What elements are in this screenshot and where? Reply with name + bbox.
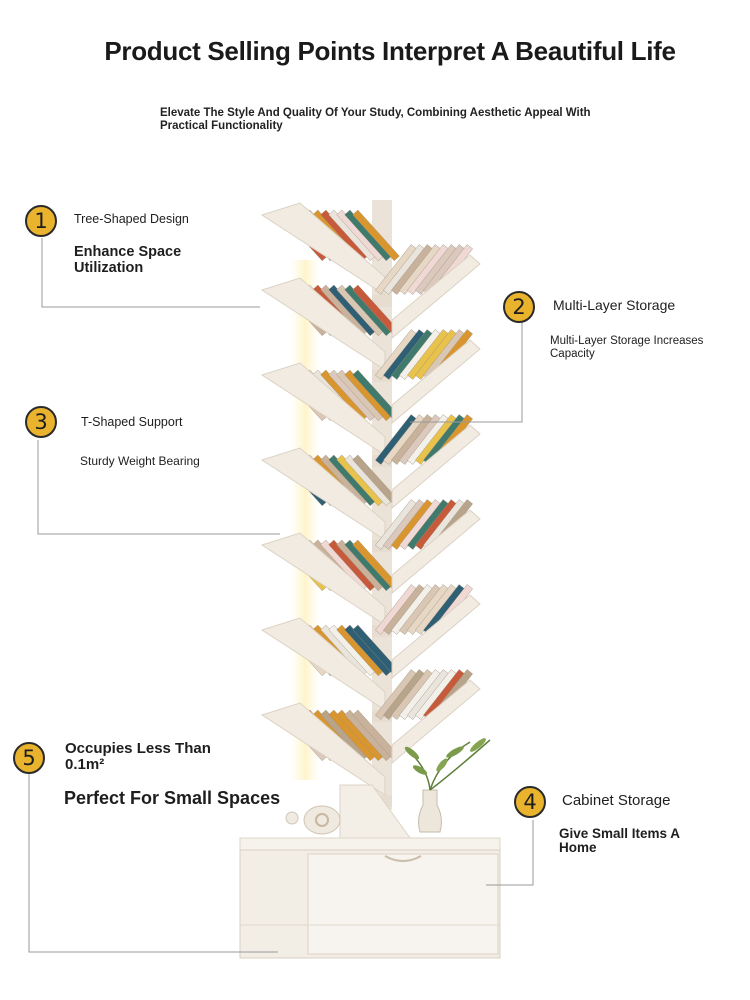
shelf-right-5: [375, 584, 481, 680]
shelf-right-6: [375, 669, 481, 765]
cabinet: [239, 837, 501, 959]
shelf-right-1: [375, 244, 481, 340]
shelf-left-6: [260, 617, 400, 722]
shelf-right-4: [375, 499, 481, 595]
shelf-left-2: [260, 277, 400, 382]
page-subtitle: Elevate The Style And Quality Of Your St…: [160, 107, 591, 132]
feature-2-title: Multi-Layer Storage: [553, 297, 676, 313]
badge-4: 4: [514, 786, 546, 818]
shelf-group: [260, 202, 481, 807]
feature-5-title: Occupies Less Than 0.1m²: [65, 740, 211, 773]
plant-vase: [404, 738, 491, 833]
feature-5-desc: Perfect For Small Spaces: [64, 788, 281, 808]
page-title: Product Selling Points Interpret A Beaut…: [104, 36, 676, 66]
feature-4-desc: Give Small Items A Home: [559, 826, 680, 855]
badge-5: 5: [13, 742, 45, 774]
feature-4-title: Cabinet Storage: [562, 792, 671, 809]
badge-2: 2: [503, 291, 535, 323]
shelf-left-3: [260, 362, 400, 467]
badge-3: 3: [25, 406, 57, 438]
feature-2-desc: Multi-Layer Storage Increases Capacity: [550, 335, 704, 360]
shelf-left-4: [260, 447, 400, 552]
snail-decor: [303, 805, 341, 835]
feature-1-title: Tree-Shaped Design: [74, 212, 189, 226]
feature-3-desc: Sturdy Weight Bearing: [80, 454, 200, 468]
feature-1-desc: Enhance Space Utilization: [74, 244, 182, 276]
shelf-left-1: [260, 202, 400, 307]
shelf-right-2: [375, 329, 481, 425]
shelf-left-5: [260, 532, 400, 637]
feature-3-title: T-Shaped Support: [81, 415, 183, 429]
shelf-left-7: [260, 702, 400, 807]
badge-1: 1: [25, 205, 57, 237]
bookshelf-image: [239, 200, 501, 959]
shelf-right-3: [375, 414, 481, 510]
